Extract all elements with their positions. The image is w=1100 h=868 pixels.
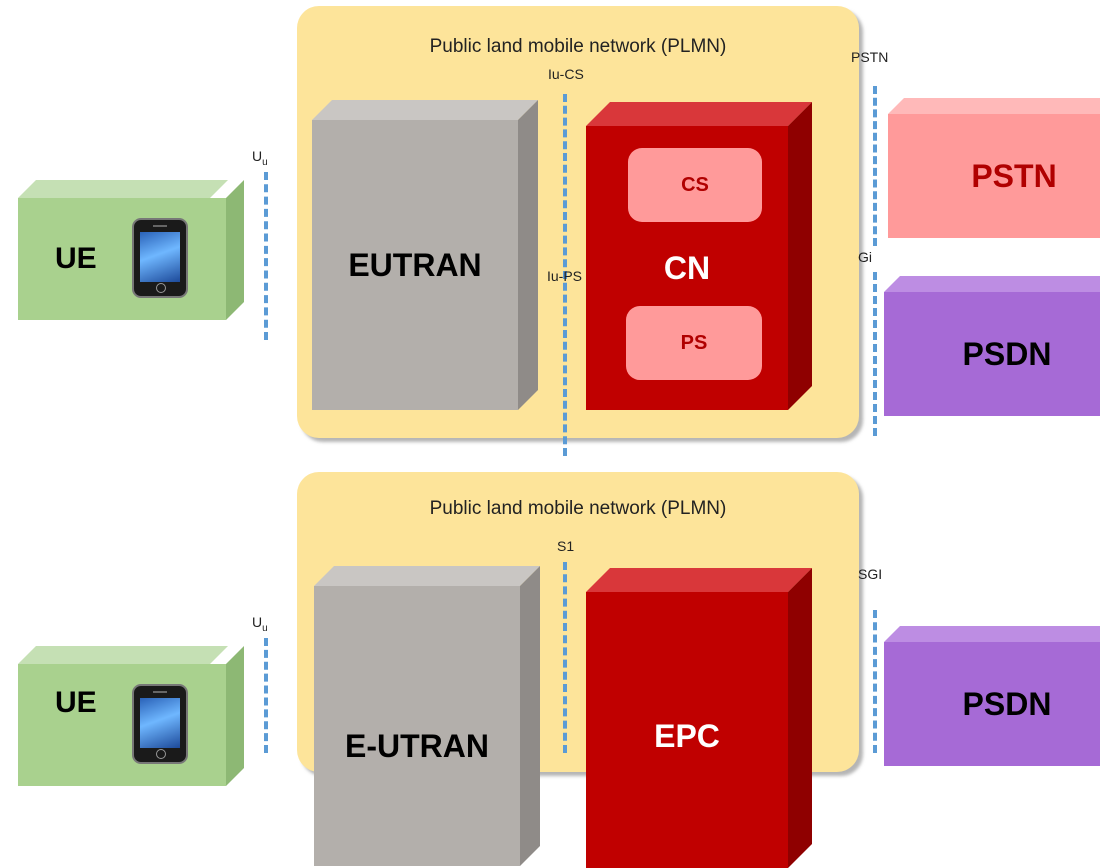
ue-bottom-box: UE: [18, 646, 244, 786]
pstn-face-top: [888, 98, 1100, 114]
phone-screen: [140, 698, 180, 748]
eutran-top-label: EUTRAN: [312, 120, 518, 410]
phone-speaker: [153, 225, 167, 227]
cn-face-top: [586, 102, 812, 126]
psdn-bottom-label: PSDN: [884, 642, 1100, 766]
phone-screen: [140, 232, 180, 282]
interface-uu-top-line: [264, 172, 268, 340]
ue-bottom-label: UE: [18, 664, 226, 786]
uu-top-text: U: [252, 148, 263, 164]
interface-pstn-line: [873, 86, 877, 246]
psdn-bottom-face-top: [884, 626, 1100, 642]
interface-gi-label: Gi: [858, 249, 872, 265]
psdn-top-box: PSDN: [884, 276, 1100, 416]
eutran-bottom-box: E-UTRAN: [314, 566, 540, 866]
interface-sgi-label: SGI: [858, 566, 883, 582]
eutran-bottom-face-side: [520, 566, 540, 866]
pstn-box: PSTN: [888, 98, 1100, 238]
interface-iups-label: Iu-PS: [547, 268, 583, 284]
interface-s1-line: [563, 562, 567, 753]
interface-gi-line: [873, 272, 877, 436]
ps-domain-box: PS: [626, 306, 762, 380]
cn-box: CN CS PS: [586, 102, 812, 410]
cn-face-side: [788, 102, 812, 410]
uu-bottom-sub: u: [262, 622, 268, 634]
interface-s1-label: S1: [557, 538, 575, 554]
phone-speaker: [153, 691, 167, 693]
uu-bottom-text: U: [252, 614, 263, 630]
psdn-top-face-top: [884, 276, 1100, 292]
psdn-top-label: PSDN: [884, 292, 1100, 416]
eutran-top-face-top: [312, 100, 538, 120]
smartphone-icon: [132, 218, 188, 298]
ue-top-face-side: [226, 180, 244, 320]
psdn-bottom-box: PSDN: [884, 626, 1100, 766]
pstn-label: PSTN: [888, 114, 1100, 238]
plmn-top-title: Public land mobile network (PLMN): [429, 36, 727, 57]
smartphone-icon: [132, 684, 188, 764]
interface-iucs-label: Iu-CS: [548, 66, 584, 82]
eutran-top-face-side: [518, 100, 538, 410]
ue-top-face-top: [18, 180, 228, 198]
interface-sgi-line: [873, 610, 877, 753]
epc-label: EPC: [586, 592, 788, 868]
interface-iu-top-line: [563, 94, 567, 456]
ue-top-box: UE: [18, 180, 244, 320]
cs-domain-box: CS: [628, 148, 762, 222]
epc-face-top: [586, 568, 812, 592]
ue-top-label: UE: [18, 198, 226, 320]
interface-uu-bottom-line: [264, 638, 268, 753]
plmn-bottom-title: Public land mobile network (PLMN): [429, 498, 727, 519]
ue-bottom-face-top: [18, 646, 228, 664]
eutran-bottom-label: E-UTRAN: [314, 586, 520, 866]
uu-top-sub: u: [262, 156, 268, 168]
eutran-top-box: EUTRAN: [312, 100, 538, 410]
epc-box: EPC: [586, 568, 812, 868]
ue-bottom-face-side: [226, 646, 244, 786]
epc-face-side: [788, 568, 812, 868]
phone-home-button: [156, 749, 166, 759]
eutran-bottom-face-top: [314, 566, 540, 586]
phone-home-button: [156, 283, 166, 293]
interface-uu-bottom-label: Uu: [252, 614, 268, 634]
interface-uu-top-label: Uu: [252, 148, 268, 168]
interface-pstn-label: PSTN: [851, 49, 889, 65]
